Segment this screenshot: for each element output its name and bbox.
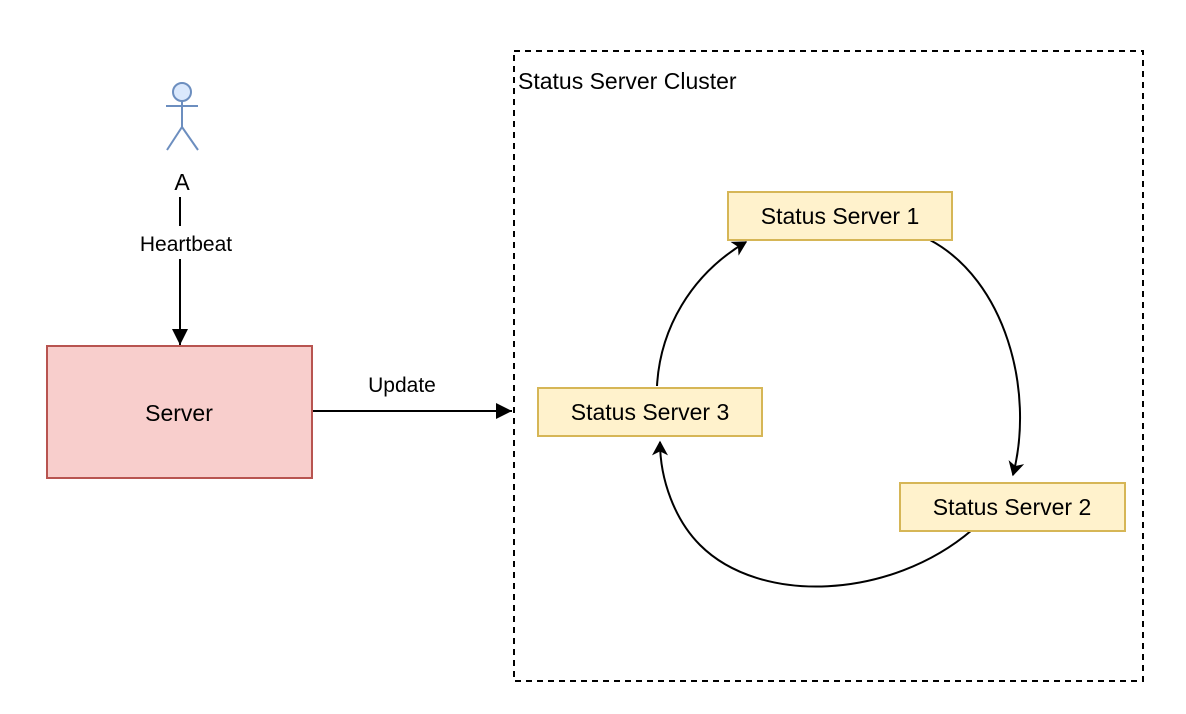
cluster-container[interactable] (513, 50, 1144, 682)
cluster-title: Status Server Cluster (518, 68, 737, 94)
status-server-label-3: Status Server 3 (571, 399, 730, 425)
actor-icon[interactable] (166, 82, 199, 151)
update-label: Update (368, 374, 436, 397)
heartbeat-label: Heartbeat (140, 233, 232, 256)
status-server-label-2: Status Server 2 (933, 494, 1092, 520)
actor-left-leg (166, 126, 183, 151)
status-server-box-3[interactable] (537, 387, 763, 437)
actor-label: A (174, 169, 190, 195)
status-server-label-1: Status Server 1 (761, 203, 920, 229)
ring-edge-1-to-2[interactable] (929, 239, 1025, 477)
status-server-box-2[interactable] (899, 482, 1126, 532)
actor-right-leg (181, 126, 199, 151)
server-label: Server (145, 400, 213, 426)
status-server-node-2[interactable]: Status Server 2 (899, 482, 1126, 532)
actor-head (172, 82, 192, 102)
server-box[interactable] (46, 345, 313, 479)
status-server-node-3[interactable]: Status Server 3 (537, 387, 763, 437)
ring-edge-3-to-1[interactable] (656, 241, 748, 387)
status-server-box-1[interactable] (727, 191, 953, 241)
status-server-node-1[interactable]: Status Server 1 (727, 191, 953, 241)
ring-edge-2-to-3[interactable] (652, 440, 973, 588)
